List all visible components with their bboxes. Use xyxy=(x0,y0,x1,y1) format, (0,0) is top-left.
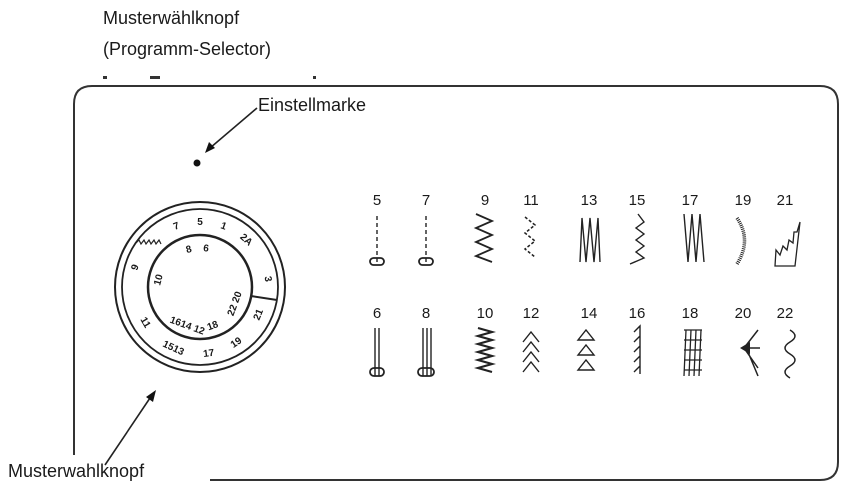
stitch-icon-5 xyxy=(369,216,385,266)
stitch-number: 16 xyxy=(629,305,646,322)
dial-outer-number: 21 xyxy=(252,307,267,322)
dial-outer-number: 3 xyxy=(262,275,274,283)
stitch-icon-10 xyxy=(473,326,497,374)
stitch-number: 17 xyxy=(682,192,699,209)
stitch-icon-6 xyxy=(369,328,385,377)
stitch-number: 19 xyxy=(735,192,752,209)
dial-outer-number: 5 xyxy=(197,217,203,228)
stitch-number: 7 xyxy=(422,192,430,209)
header-subtitle: (Programm-Selector) xyxy=(103,39,272,59)
stitch-row-2 xyxy=(369,324,796,379)
stitch-number: 8 xyxy=(422,305,430,322)
stitch-icon-7 xyxy=(418,216,434,266)
dial-zigzag-mark xyxy=(135,238,162,246)
stitch-icon-18 xyxy=(683,329,702,377)
stitch-icon-21 xyxy=(774,221,801,267)
stitch-number: 5 xyxy=(373,192,381,209)
einstellmarke-label: Einstellmarke xyxy=(258,95,367,115)
stitch-number: 15 xyxy=(629,192,646,209)
stitch-icon-9 xyxy=(473,213,495,263)
panel-outline-left xyxy=(73,85,93,455)
musterwahlknopf-label: Musterwahlknopf xyxy=(8,461,145,481)
setting-mark-dot xyxy=(193,159,201,167)
dial-outer-number: 17 xyxy=(203,348,216,361)
stitch-number: 21 xyxy=(777,192,794,209)
stitch-row-1-numbers: 5 7 9 11 13 15 17 19 21 xyxy=(373,192,794,209)
stitch-number: 10 xyxy=(477,305,494,322)
dial-inner-number: 6 xyxy=(202,243,209,255)
stitch-row-2-numbers: 6 8 10 12 14 16 18 20 22 xyxy=(373,305,794,322)
einstellmarke-arrow xyxy=(209,107,258,149)
stitch-number: 18 xyxy=(682,305,699,322)
header-title: Musterwählknopf xyxy=(103,8,240,28)
dial-outer-number: 1 xyxy=(219,221,228,233)
panel-outline xyxy=(92,85,839,481)
dial-inner-number: 10 xyxy=(152,273,166,287)
knob-arrowhead xyxy=(146,390,156,402)
stitch-number: 14 xyxy=(581,305,598,322)
stitch-icon-17 xyxy=(683,213,705,263)
stitch-icon-16 xyxy=(633,324,641,374)
stitch-number: 9 xyxy=(481,192,489,209)
dial-outer-number: 9 xyxy=(130,263,142,272)
stitch-icon-22 xyxy=(784,329,796,379)
stitch-row-1 xyxy=(369,213,801,267)
stitch-number: 13 xyxy=(581,192,598,209)
knob-arrow xyxy=(104,397,151,466)
dial-inner-number: 18 xyxy=(206,319,221,333)
stitch-icon-8 xyxy=(417,328,435,377)
stitch-icon-11 xyxy=(523,216,537,258)
stitch-icon-20 xyxy=(742,329,760,377)
dial-inner-number: 8 xyxy=(185,244,194,256)
stitch-icon-12 xyxy=(522,330,540,373)
stitch-number: 22 xyxy=(777,305,794,322)
stitch-icon-19 xyxy=(735,217,747,265)
stitch-number: 11 xyxy=(523,192,539,209)
stitch-number: 12 xyxy=(523,305,540,322)
einstellmarke-arrowhead xyxy=(205,142,215,153)
dial-outer-number: 7 xyxy=(172,220,181,232)
stitch-number: 6 xyxy=(373,305,381,322)
stitch-icon-15 xyxy=(629,213,646,265)
stitch-icon-14 xyxy=(576,328,596,371)
cut-off-text-fragments xyxy=(103,76,316,79)
stitch-number: 20 xyxy=(735,305,752,322)
stitch-icon-13 xyxy=(579,217,601,263)
